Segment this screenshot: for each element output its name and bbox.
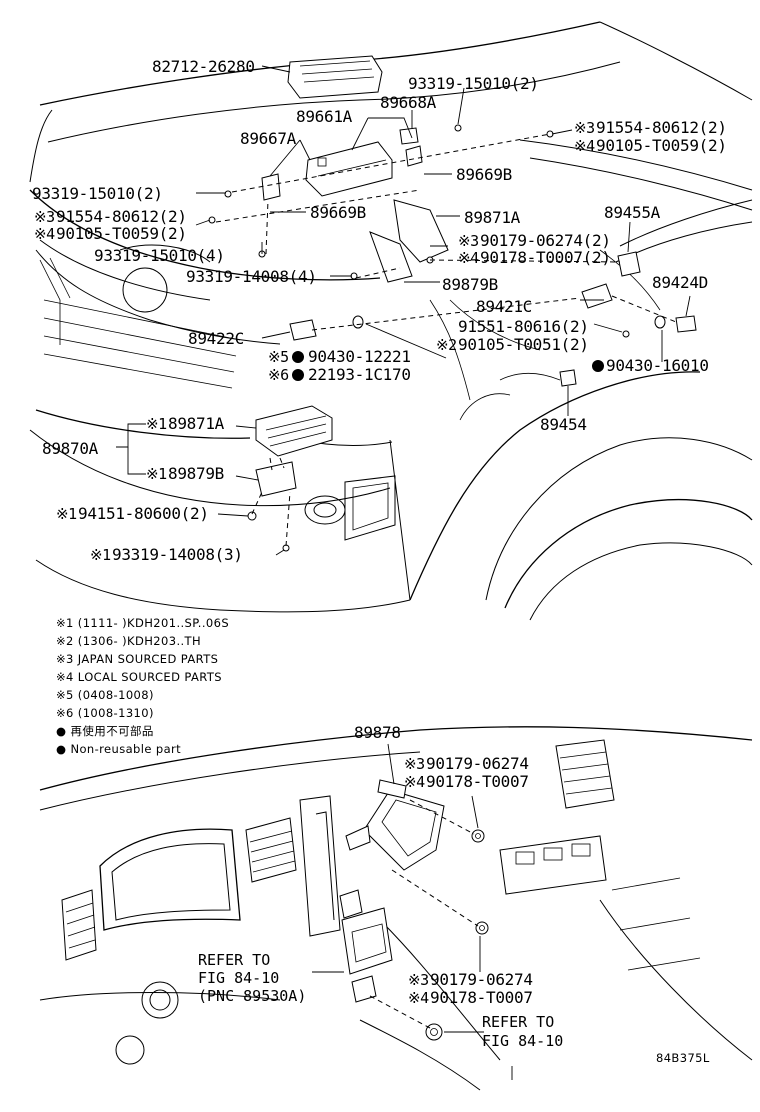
- upper-part-labels: 82712-26280 93319-15010(2) 89661A 89668A…: [32, 57, 727, 564]
- label-90178-t0007-lower-b: 90178-T0007: [430, 988, 533, 1007]
- label-90105-t0059-left: 90105-T0059(2): [56, 224, 187, 243]
- mark-1-c: ※1: [56, 505, 77, 523]
- label-90178-t0007-lower-a: 90178-T0007: [426, 772, 529, 791]
- mark-5: ※5: [268, 348, 289, 366]
- label-90179-06274-upper: 90179-06274(2): [480, 231, 611, 250]
- lower-part-shapes: [339, 779, 489, 1041]
- upper-part-shapes: [208, 55, 697, 552]
- legend-item-5: ※5 (0408-1008): [56, 688, 154, 702]
- label-89871a-upper: 89871A: [464, 208, 521, 227]
- label-89878: 89878: [354, 723, 401, 742]
- mark-4-mid: ※4: [458, 249, 479, 267]
- sensor-bracket-part: [393, 199, 449, 263]
- mark-3-lower-b: ※3: [408, 971, 429, 989]
- label-90105-t0051: 90105-T0051(2): [458, 335, 589, 354]
- label-89421c: 89421C: [476, 297, 532, 316]
- legend-item-3: ※3 JAPAN SOURCED PARTS: [56, 652, 218, 666]
- legend-item-4: ※4 LOCAL SOURCED PARTS: [56, 670, 222, 684]
- label-90179-06274-lower-a: 90179-06274: [426, 754, 529, 773]
- module-89878-part: [363, 789, 445, 871]
- label-22193-1c170: 22193-1C170: [308, 365, 411, 384]
- non-reusable-dot-icon: [292, 351, 304, 363]
- label-90105-t0059-right: 90105-T0059(2): [596, 136, 727, 155]
- legend-item-2: ※2 (1306- )KDH203..TH: [56, 634, 201, 648]
- mark-4-right: ※4: [574, 137, 595, 155]
- label-90178-t0007-upper: 90178-T0007(2): [480, 248, 611, 267]
- lower-leader-lines: [312, 743, 513, 1080]
- dashboard-drawing: [39, 726, 753, 1091]
- label-91551-80616: 91551-80616(2): [458, 317, 589, 336]
- mark-1-b: ※1: [146, 465, 167, 483]
- label-93319-15010-left: 93319-15010(2): [32, 184, 163, 203]
- label-89669b-lower: 89669B: [310, 203, 366, 222]
- refer-to-label-1: REFER TO: [198, 951, 270, 969]
- mark-1-d: ※1: [90, 546, 111, 564]
- label-93319-15010-four: 93319-15010(4): [94, 246, 225, 265]
- lower-sensor-module-part: [255, 405, 333, 457]
- mark-1-a: ※1: [146, 415, 167, 433]
- legend-item-1: ※1 (1111- )KDH201..SP..06S: [56, 616, 229, 630]
- mark-4-lower-b: ※4: [408, 989, 429, 1007]
- label-93319-14008-four: 93319-14008(4): [186, 267, 317, 286]
- figure-code: 84B375L: [656, 1051, 710, 1065]
- legend-item-6: ※6 (1008-1310): [56, 706, 154, 720]
- label-94151-80600: 94151-80600(2): [78, 504, 209, 523]
- label-90179-06274-lower-b: 90179-06274: [430, 970, 533, 989]
- label-89879b-lower: 89879B: [168, 464, 224, 483]
- mark-4-left: ※4: [34, 225, 55, 243]
- label-89454: 89454: [540, 415, 587, 434]
- refer-fig-label-1: FIG 84-10: [198, 969, 279, 987]
- non-reusable-dot-icon: [592, 360, 604, 372]
- label-89669b-upper: 89669B: [456, 165, 512, 184]
- refer-to-label-2: REFER TO: [482, 1013, 554, 1031]
- non-reusable-dot-icon: [292, 369, 304, 381]
- mark-4-lower-a: ※4: [404, 773, 425, 791]
- fuse-cover-part: [287, 55, 383, 99]
- mark-6: ※6: [268, 366, 289, 384]
- label-89879b-upper: 89879B: [442, 275, 498, 294]
- label-89870a: 89870A: [42, 439, 99, 458]
- label-93319-15010-top: 93319-15010(2): [408, 74, 539, 93]
- vehicle-front-drawing: [29, 21, 753, 621]
- label-89422c: 89422C: [188, 329, 244, 348]
- label-93319-14008-three: 93319-14008(3): [112, 545, 243, 564]
- label-89668a: 89668A: [380, 93, 437, 112]
- label-90430-16010: 90430-16010: [606, 356, 709, 375]
- mark-3-right: ※3: [574, 119, 595, 137]
- label-82712-26280: 82712-26280: [152, 57, 255, 76]
- label-90430-12221: 90430-12221: [308, 347, 411, 366]
- label-91554-80612-left: 91554-80612(2): [56, 207, 187, 226]
- mark-3-mid: ※3: [458, 232, 479, 250]
- label-89455a: 89455A: [604, 203, 661, 222]
- label-91554-80612-right: 91554-80612(2): [596, 118, 727, 137]
- label-89424d: 89424D: [652, 273, 708, 292]
- label-89871a-lower: 89871A: [168, 414, 225, 433]
- lower-part-labels: 89878 ※3 90179-06274 ※4 90178-T0007 REFE…: [198, 723, 710, 1065]
- legend: ※1 (1111- )KDH201..SP..06S ※2 (1306- )KD…: [56, 616, 229, 756]
- refer-pnc-label: (PNC 89530A): [198, 987, 306, 1005]
- upper-leader-lines: [116, 65, 691, 556]
- legend-item-7: ● 再使用不可部品: [56, 724, 154, 738]
- mark-2: ※2: [436, 336, 457, 354]
- label-89667a: 89667A: [240, 129, 297, 148]
- label-89661a: 89661A: [296, 107, 353, 126]
- legend-item-8: ● Non-reusable part: [56, 742, 181, 756]
- refer-fig-label-2: FIG 84-10: [482, 1032, 563, 1050]
- mark-3-left: ※3: [34, 208, 55, 226]
- mark-3-lower-a: ※3: [404, 755, 425, 773]
